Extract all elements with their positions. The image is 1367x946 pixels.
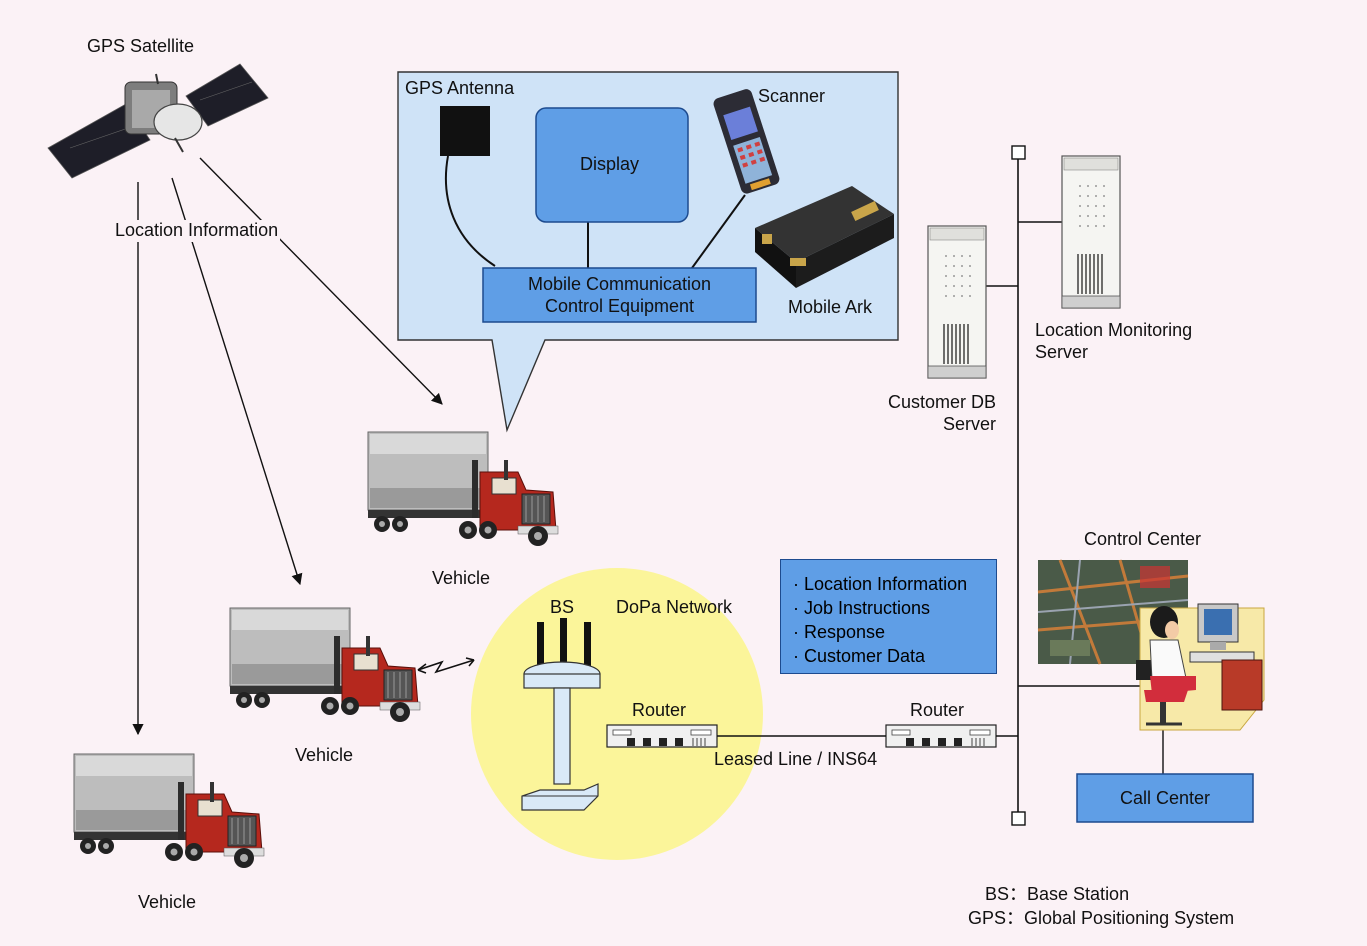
display-label: Display	[580, 154, 640, 174]
info-item: Job Instructions	[793, 596, 990, 620]
vehicle-truck-top	[367, 431, 559, 547]
mobile-comm-label: Mobile Communication Control Equipment	[527, 274, 712, 316]
gps-antenna-icon	[440, 106, 490, 156]
router-left-label: Router	[632, 700, 687, 720]
mobile-ark-icon	[755, 186, 894, 288]
mobile-comm-box	[482, 267, 757, 323]
call-center-box	[1076, 773, 1254, 823]
customer-db-server-label: Customer DB Server	[887, 392, 996, 434]
router-right-label: Router	[910, 700, 965, 720]
vehicle-label-bottom: Vehicle	[138, 892, 197, 912]
scanner-cable	[691, 194, 746, 269]
gps-satellite-icon	[47, 63, 269, 179]
vehicle-label-middle: Vehicle	[295, 745, 354, 765]
lan-terminator-top	[1011, 145, 1026, 160]
location-monitoring-server-label: Location Monitoring Server	[1035, 320, 1193, 362]
scanner-label: Scanner	[758, 86, 826, 106]
information-flow-list: Location Information Job Instructions Re…	[780, 559, 997, 674]
call-center-label: Call Center	[1119, 788, 1211, 808]
gps-arrow-vehicle-middle	[171, 177, 303, 586]
legend-gps-desc: Global Positioning System	[1024, 908, 1235, 928]
info-item: Response	[793, 620, 990, 644]
dopa-network-label: DoPa Network	[616, 597, 733, 617]
mobile-ark-label: Mobile Ark	[788, 297, 873, 317]
info-item: Location Information	[793, 572, 990, 596]
legend-bs-desc: Base Station	[1027, 884, 1130, 904]
vehicle-truck-middle	[229, 607, 421, 723]
antenna-cable	[444, 155, 496, 267]
gps-arrow-vehicle-top	[199, 157, 443, 405]
gps-antenna-label: GPS Antenna	[405, 78, 515, 98]
legend-bs-sep: ：	[1009, 884, 1028, 904]
leased-line-label: Leased Line / INS64	[714, 749, 878, 769]
legend-gps: GPS：Global Positioning System	[968, 908, 1234, 930]
vehicle-label-top: Vehicle	[432, 568, 491, 588]
control-center-operator-icon	[1136, 603, 1265, 731]
display-unit	[535, 107, 689, 223]
location-monitoring-server-icon	[1061, 155, 1121, 309]
legend-gps-abbr: GPS	[968, 908, 1007, 928]
control-center-label: Control Center	[1084, 529, 1202, 549]
vehicle-truck-bottom	[73, 753, 265, 869]
gps-satellite-label: GPS Satellite	[87, 36, 195, 56]
router-right-icon	[885, 724, 997, 748]
legend-bs-abbr: BS	[985, 884, 1010, 904]
router-left-icon	[606, 724, 718, 748]
legend-bs: BS：Base Station	[985, 884, 1129, 906]
lan-terminator-bottom	[1011, 811, 1026, 826]
wireless-link-icon	[417, 657, 475, 674]
info-item: Customer Data	[793, 644, 990, 668]
base-station-icon	[521, 618, 601, 811]
scanner-icon	[713, 89, 780, 194]
bs-label: BS	[550, 597, 575, 617]
customer-db-server-icon	[927, 225, 987, 379]
legend-gps-sep: ：	[1006, 908, 1025, 928]
location-information-label: Location Information	[113, 220, 281, 242]
